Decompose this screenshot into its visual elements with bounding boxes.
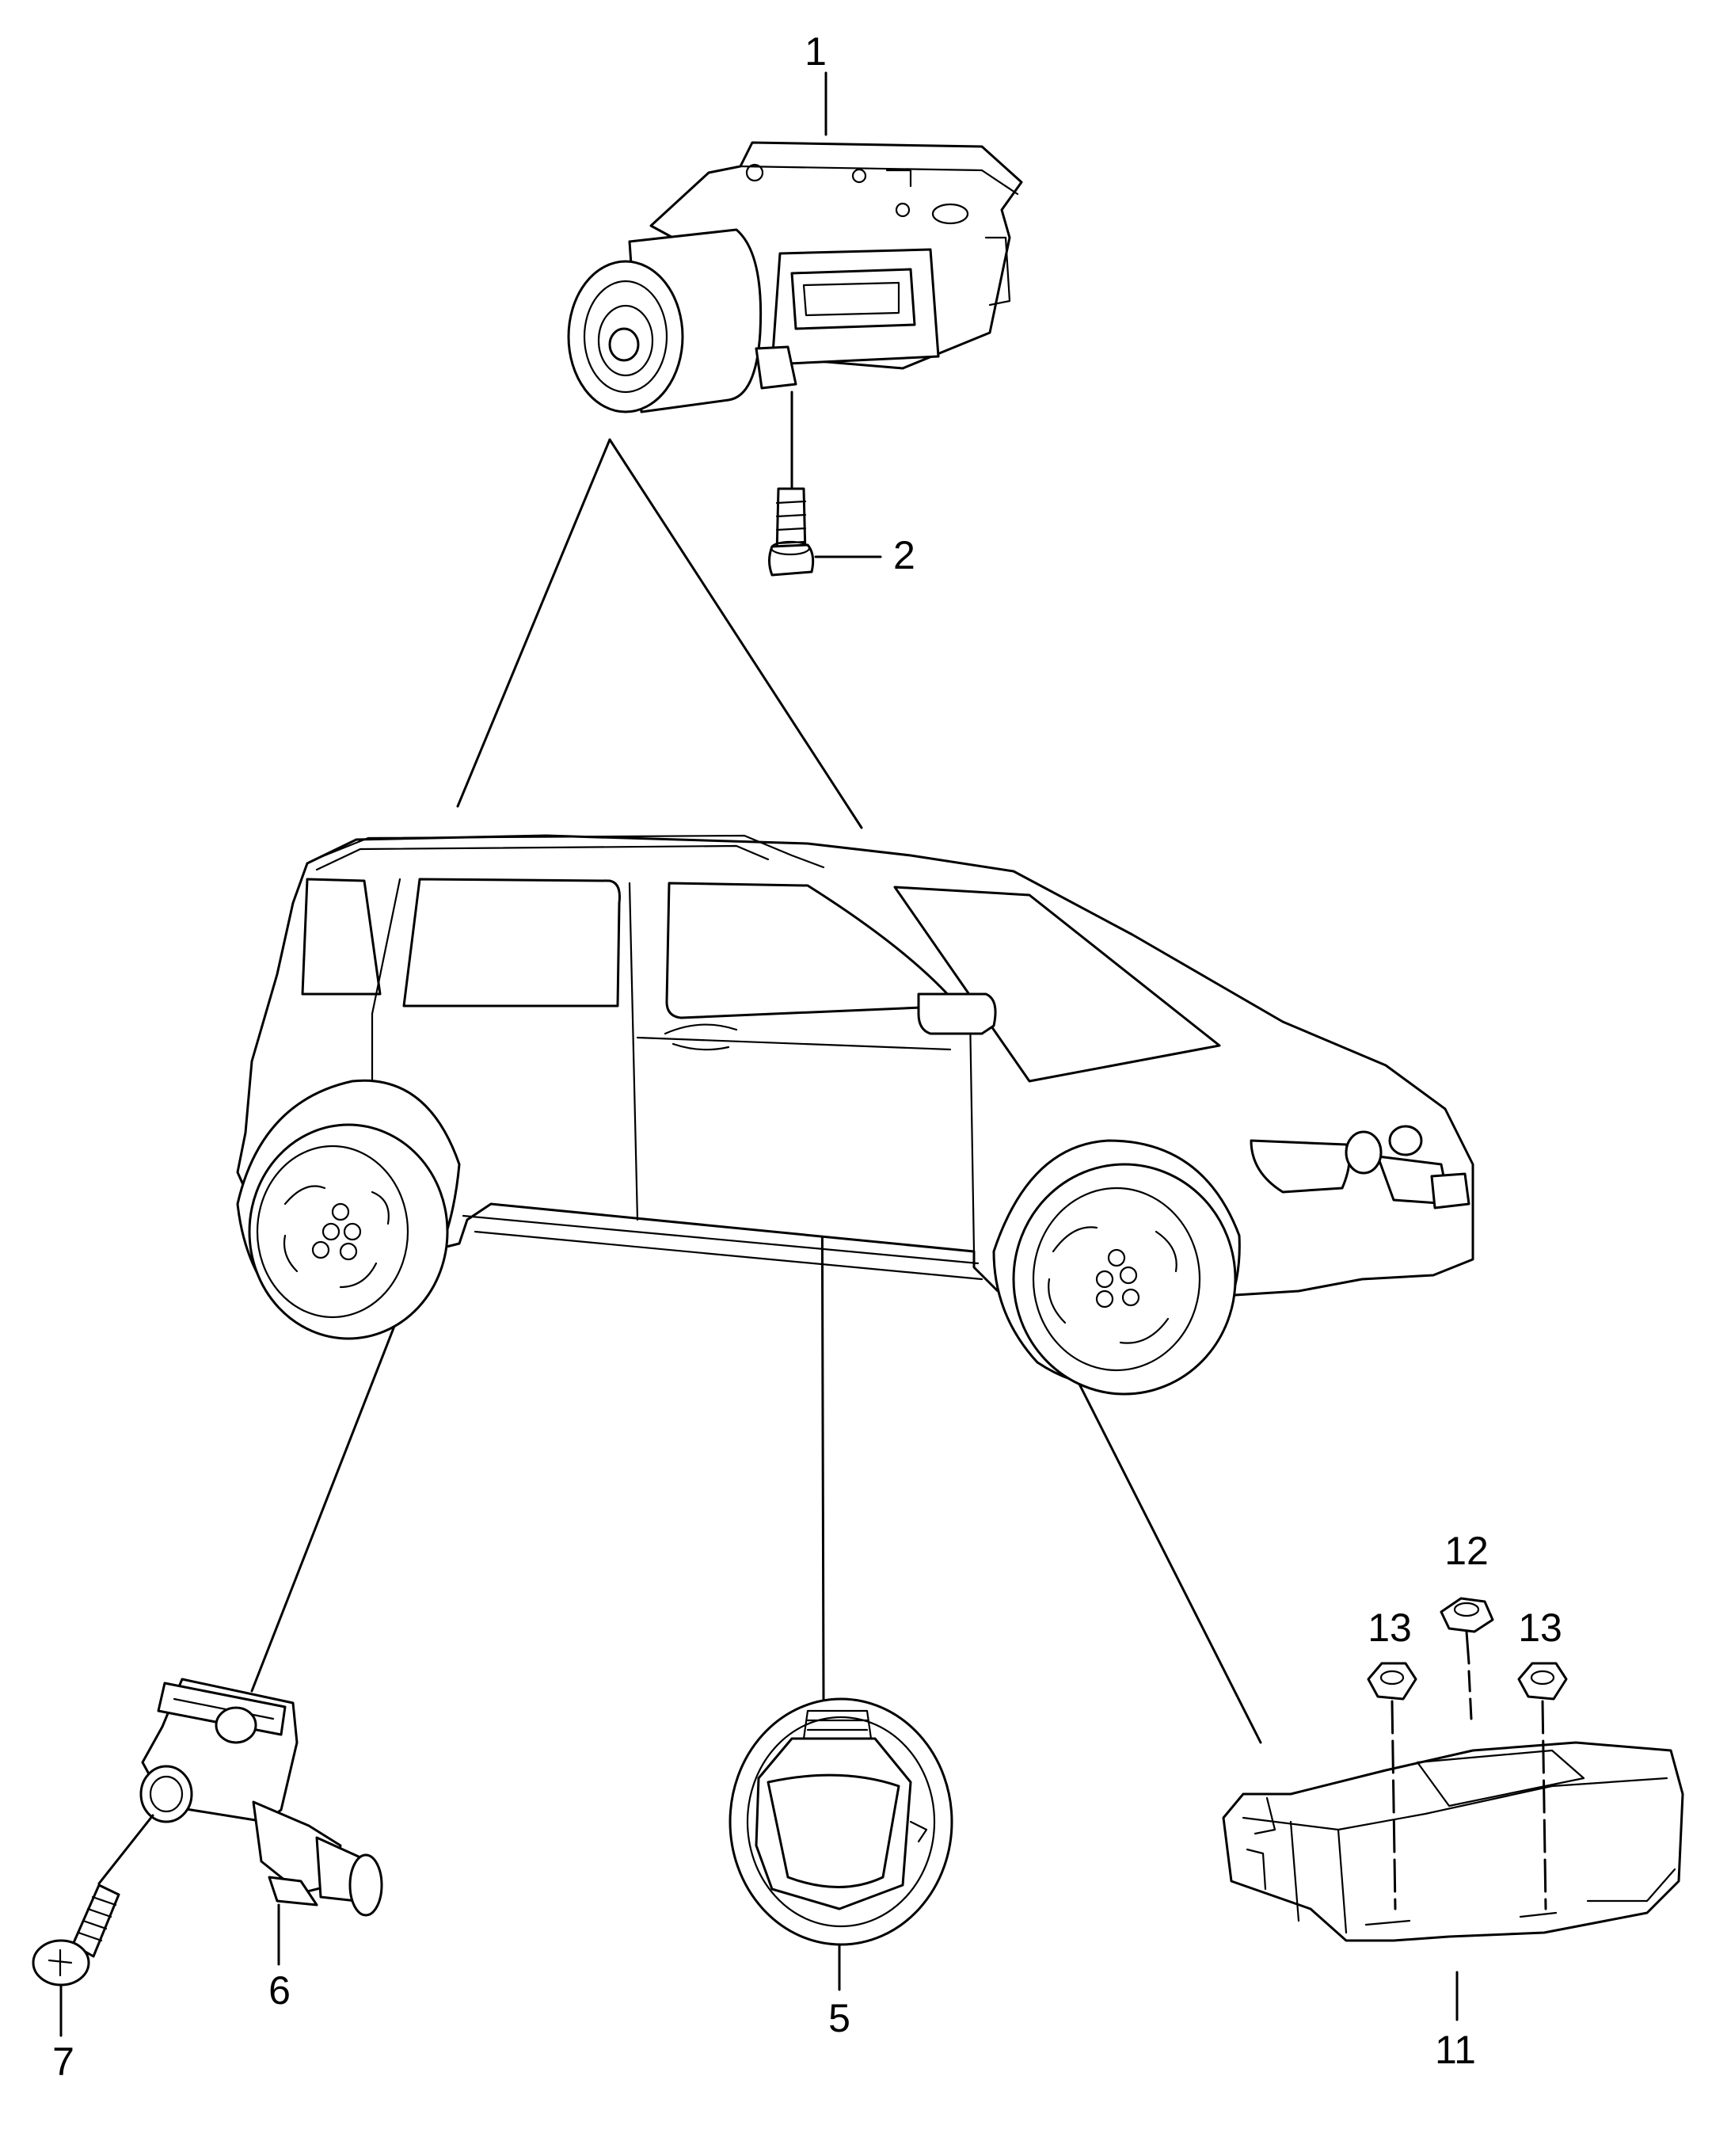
callout-12: 12 bbox=[1444, 1529, 1489, 1573]
nut-part-13-right bbox=[1517, 1662, 1568, 1910]
callout-labels: 1 2 5 6 7 11 12 13 13 bbox=[52, 29, 1562, 2084]
front-wheel bbox=[992, 1139, 1241, 1396]
callout-2: 2 bbox=[893, 533, 915, 577]
callout-5: 5 bbox=[828, 1996, 850, 2040]
actuator-motor bbox=[567, 141, 1023, 489]
callout-13-right: 13 bbox=[1518, 1606, 1562, 1650]
callout-7: 7 bbox=[52, 2040, 74, 2084]
nut-part-12 bbox=[1440, 1597, 1494, 1720]
callout-6: 6 bbox=[268, 1968, 291, 2013]
nut-part-13-left bbox=[1367, 1662, 1417, 1910]
camera-part-5 bbox=[729, 1697, 953, 1991]
callout-13-left: 13 bbox=[1368, 1606, 1412, 1650]
control-unit-part-11 bbox=[1222, 1741, 1684, 2021]
screw-part-2 bbox=[768, 487, 882, 577]
vehicle-illustration bbox=[236, 834, 1474, 1396]
callout-1: 1 bbox=[805, 29, 827, 74]
screw-part-7 bbox=[32, 1814, 154, 2037]
rear-wheel bbox=[236, 1079, 461, 1340]
callout-11: 11 bbox=[1435, 2028, 1476, 2072]
sensor-part-6 bbox=[139, 1678, 383, 1966]
